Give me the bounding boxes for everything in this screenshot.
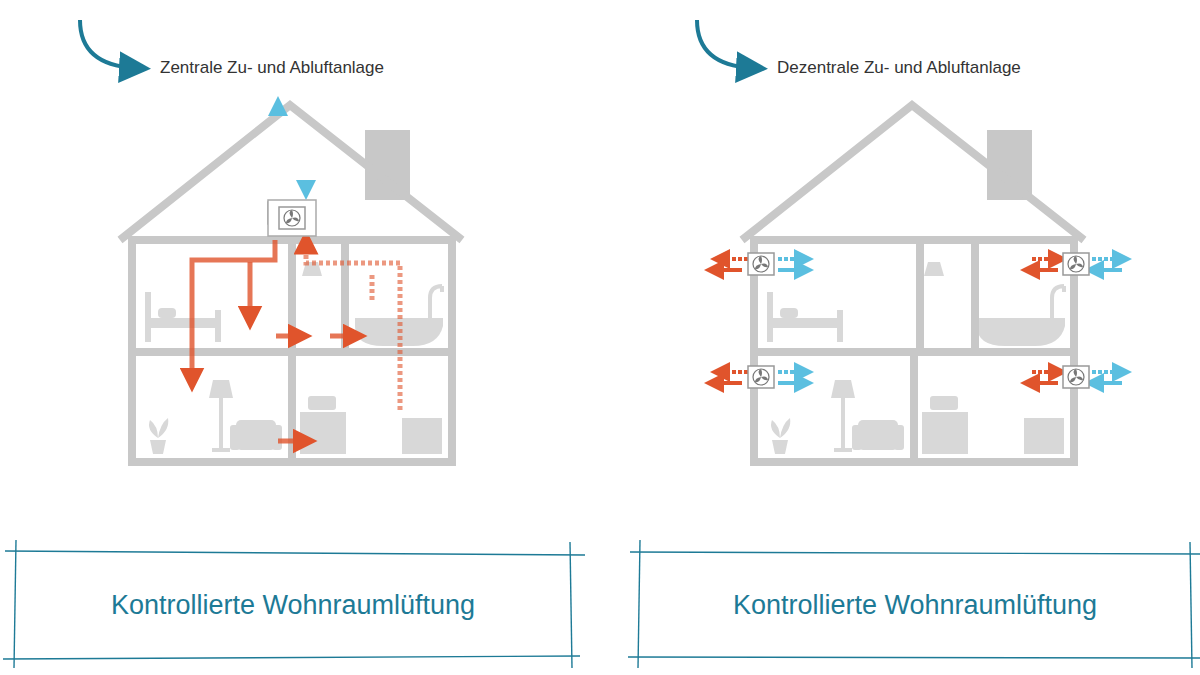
box-title: Kontrollierte Wohnraumlüftung: [733, 590, 1097, 621]
title-box: Kontrollierte Wohnraumlüftung: [16, 553, 570, 657]
system-heading: Zentrale Zu- und Abluftanlage: [160, 58, 384, 78]
system-heading: Dezentrale Zu- und Abluftanlage: [777, 58, 1021, 78]
title-box: Kontrollierte Wohnraumlüftung: [639, 553, 1191, 657]
box-title: Kontrollierte Wohnraumlüftung: [111, 590, 475, 621]
